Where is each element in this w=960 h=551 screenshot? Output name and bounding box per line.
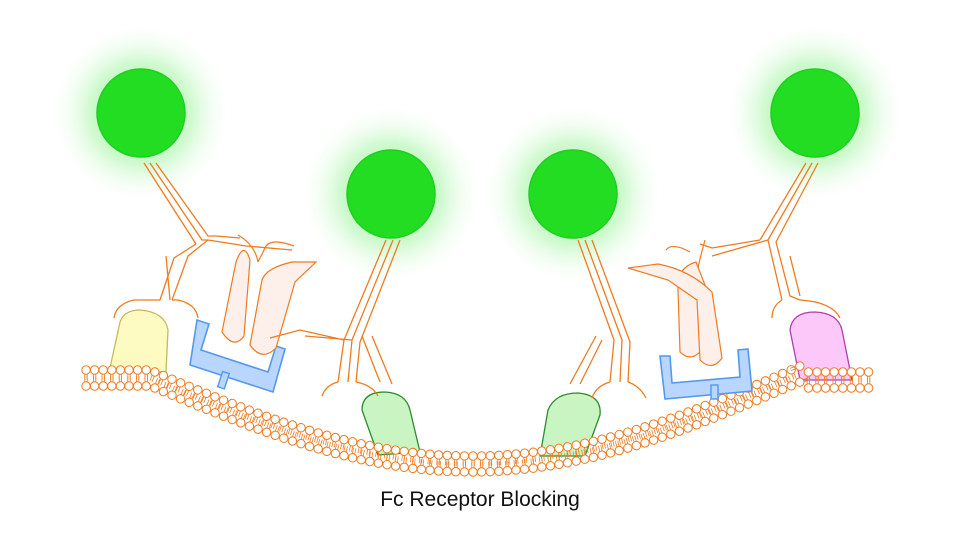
lipid-head xyxy=(493,450,505,467)
fluorophore-icon xyxy=(528,149,618,239)
lipid-head xyxy=(98,365,108,381)
fluorophore-icon xyxy=(96,68,186,158)
fc-receptor-icon xyxy=(659,348,753,400)
lipid-head xyxy=(468,451,478,467)
lipid-head xyxy=(124,375,134,391)
lipid-head xyxy=(441,450,453,467)
fluorophore-glows xyxy=(49,21,907,286)
lipid-head xyxy=(855,367,865,383)
lipid-head xyxy=(863,377,874,393)
lipid-head xyxy=(459,461,470,477)
lipid-head xyxy=(855,377,865,393)
antibody-icon xyxy=(113,162,293,319)
diagram-caption: Fc Receptor Blocking xyxy=(380,488,580,511)
receptor-icon xyxy=(789,311,853,381)
lipid-head xyxy=(485,450,496,467)
lipid-head xyxy=(89,375,100,391)
lipid-head xyxy=(450,461,461,477)
lipid-head xyxy=(501,459,513,476)
lipid-head xyxy=(476,451,487,467)
lipid-head xyxy=(433,460,444,476)
blocking-fragment-left xyxy=(221,234,318,355)
lipid-head xyxy=(141,365,151,381)
lipid-head xyxy=(442,460,453,477)
lipid-head xyxy=(502,449,513,466)
lipid-head xyxy=(132,375,143,391)
lipid-head xyxy=(81,365,91,381)
receptor-icon xyxy=(361,391,421,456)
lipid-head xyxy=(107,375,117,391)
lipid-head xyxy=(115,375,126,391)
lipid-head xyxy=(485,461,496,477)
lipid-head xyxy=(493,460,504,477)
receptor-icon xyxy=(109,309,169,373)
lipid-head xyxy=(89,365,100,381)
antibody-icon xyxy=(269,239,401,397)
lipid-head xyxy=(476,461,487,477)
lipid-head xyxy=(863,367,874,383)
lipid-head xyxy=(107,365,117,381)
lipid-head xyxy=(98,375,108,391)
lipid-head xyxy=(450,450,461,467)
antibody-icon xyxy=(569,239,647,399)
lipid-head xyxy=(141,375,151,391)
blocking-fragment-right xyxy=(627,239,723,367)
lipid-head xyxy=(459,451,470,467)
lipid-head xyxy=(468,461,478,477)
fluorophore-icon xyxy=(770,68,860,158)
fluorophore-icon xyxy=(346,149,436,239)
lipid-head xyxy=(433,449,444,466)
lipid-head xyxy=(124,365,134,381)
lipid-head xyxy=(115,365,126,381)
lipid-head xyxy=(81,375,91,391)
antibody-icon xyxy=(699,162,841,319)
lipid-head xyxy=(132,365,143,381)
cell-membrane-icon xyxy=(81,360,874,477)
